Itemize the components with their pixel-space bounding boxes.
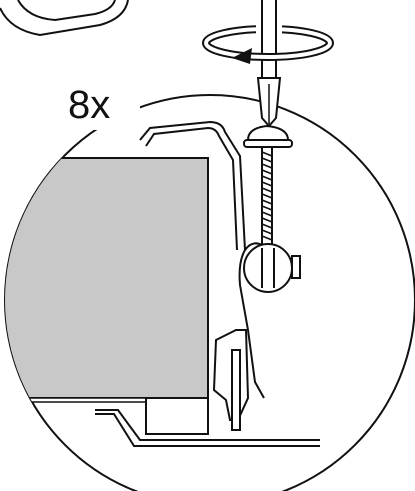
repeat-count-label: 8x	[68, 83, 110, 127]
top-detail-inner	[17, 0, 116, 22]
top-detail-shape	[0, 0, 129, 37]
base-rail	[95, 409, 320, 441]
cam-slot	[261, 248, 275, 288]
base-rail-inner	[95, 413, 320, 447]
screwdriver-shaft-over	[261, 22, 277, 50]
rotate-clockwise-arrow-icon	[232, 48, 252, 64]
screw-washer	[243, 139, 293, 148]
cam-tab	[291, 255, 301, 279]
cabinet-panel	[5, 157, 209, 399]
base-block	[145, 397, 209, 435]
screw-head	[246, 124, 290, 141]
hinge-arm	[231, 349, 241, 431]
cam-fitting	[243, 243, 293, 293]
screw-threads	[261, 151, 273, 241]
hinge-bracket-inner	[145, 126, 238, 251]
